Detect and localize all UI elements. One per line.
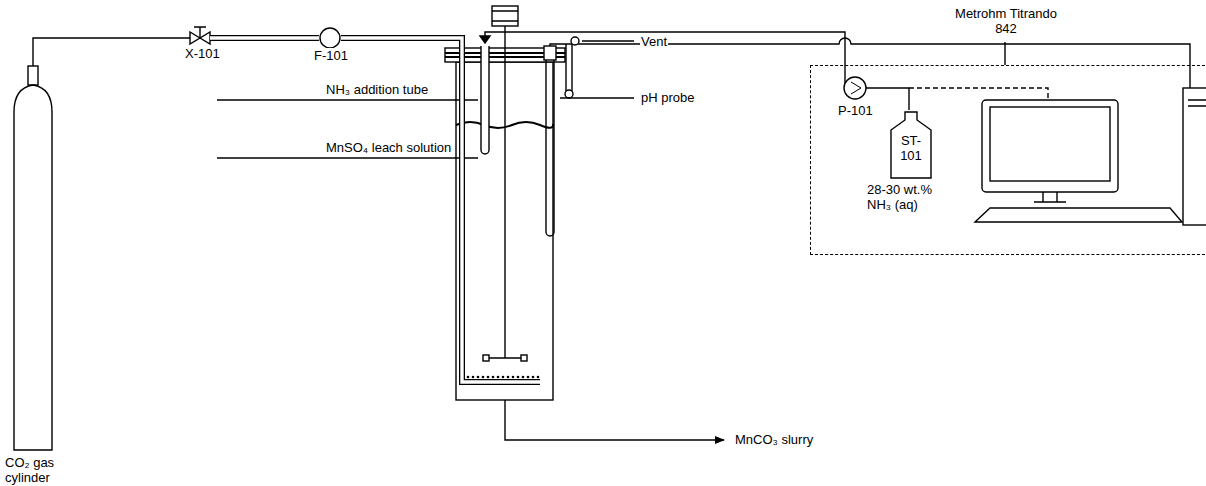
- computer-tower: [1183, 88, 1206, 225]
- part-label: NH₃ addition tube: [325, 82, 429, 97]
- ph-probe-head: [544, 46, 556, 60]
- note-label: 28-30 wt.% NH₃ (aq): [866, 182, 948, 212]
- bottle-tag: ST-101: [895, 133, 927, 163]
- stirrer-motor-detail: [492, 11, 518, 21]
- leader-line: [582, 40, 634, 41]
- sparger-hole: [537, 376, 540, 379]
- part-label: CO₂ gas cylinder: [4, 455, 68, 485]
- sparger-hole: [477, 376, 480, 379]
- valve-stem: [194, 27, 206, 38]
- gas-line: [33, 38, 190, 66]
- computer-keyboard: [975, 208, 1182, 222]
- ph-probe: [546, 60, 554, 236]
- leader-line: [560, 97, 634, 98]
- sparger-hole: [482, 376, 485, 379]
- computer-screen: [990, 107, 1110, 181]
- part-label: MnSO₄ leach solution: [325, 140, 452, 155]
- ammonia-tube: [481, 46, 489, 154]
- impeller-blade: [483, 355, 489, 361]
- tag-label: F-101: [313, 48, 349, 63]
- gas-pipe-inner: [210, 38, 540, 382]
- sparger-hole: [522, 376, 525, 379]
- slurry-outlet: [505, 400, 724, 440]
- pump-arrow: [851, 82, 861, 94]
- stirrer-motor: [492, 6, 518, 26]
- computer-monitor: [982, 100, 1118, 192]
- gas-pipe-outer: [210, 38, 540, 382]
- sparger-hole: [512, 376, 515, 379]
- reagent-bottle: ST-101: [890, 111, 932, 179]
- sparger-hole: [502, 376, 505, 379]
- part-label: pH probe: [640, 90, 695, 105]
- sparger-hole: [492, 376, 495, 379]
- impeller-blade: [521, 355, 527, 361]
- sparger-hole: [497, 376, 500, 379]
- part-label: MnCO₃ slurry: [734, 432, 814, 447]
- leader-line: [217, 99, 478, 100]
- data-link: [909, 88, 1048, 100]
- tag-label: P-101: [837, 103, 874, 118]
- vent-fitting: [565, 90, 573, 98]
- sparger-hole: [472, 376, 475, 379]
- leader-line: [217, 157, 478, 158]
- cylinder-neck: [28, 66, 38, 85]
- sparger-hole: [517, 376, 520, 379]
- sparger-hole: [532, 376, 535, 379]
- flowmeter-symbol: [320, 28, 340, 48]
- instrument-panel: Metrohm Titrando 842ST-101: [810, 65, 1206, 255]
- gas-sparger: [467, 376, 540, 379]
- stirrer-shaft: [487, 26, 523, 358]
- vent-tube: [566, 44, 572, 92]
- tag-label: X-101: [184, 46, 221, 61]
- sparger-hole: [487, 376, 490, 379]
- sparger-hole: [527, 376, 530, 379]
- monitor-stand: [1034, 192, 1066, 202]
- sparger-hole: [467, 376, 470, 379]
- panel-heading: Metrohm Titrando 842: [951, 6, 1061, 36]
- pump-symbol: [844, 77, 866, 99]
- ammonia-valve: [480, 36, 490, 43]
- vent-fitting: [571, 37, 579, 45]
- tower-detail: [1188, 100, 1206, 106]
- part-label: Vent: [640, 34, 668, 49]
- gas-cylinder: [14, 85, 52, 450]
- heading-leader: [1004, 42, 1005, 65]
- sparger-hole: [507, 376, 510, 379]
- ammonia-line: [485, 32, 845, 88]
